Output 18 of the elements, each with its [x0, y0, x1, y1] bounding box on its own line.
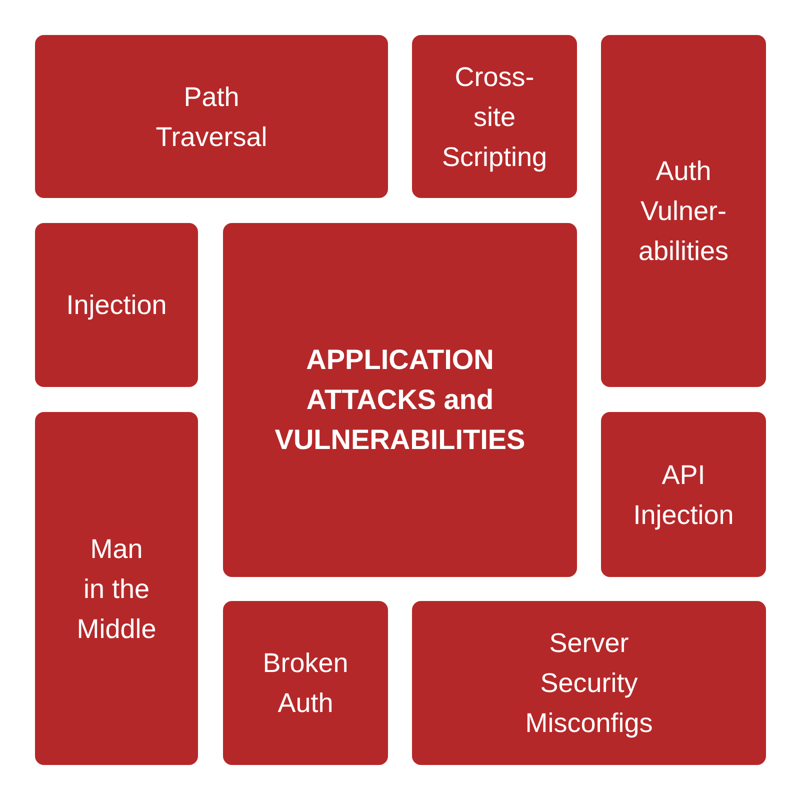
central-topic-tile [223, 223, 577, 577]
topic-tile [35, 412, 198, 765]
topic-label: Man in the Middle [76, 532, 156, 646]
topic-tile [601, 35, 766, 387]
topic-tile [412, 35, 577, 198]
topic-label: Auth Vulner- abilities [638, 155, 729, 268]
topic-tile [601, 412, 766, 577]
topic-label: Path Traversal [156, 80, 268, 154]
topic-tile [35, 35, 388, 198]
topic-tile [412, 601, 766, 765]
topic-tile [223, 601, 388, 765]
topic-label: API Injection [633, 458, 734, 532]
topic-label: Server Security Misconfigs [525, 627, 653, 740]
topic-label: Injection [66, 289, 167, 322]
topic-label: Cross- site Scripting [442, 60, 548, 174]
topic-tile [35, 223, 198, 387]
topic-label: Broken Auth [262, 647, 348, 720]
title-text: APPLICATION ATTACKS and VULNERABILITIES [274, 343, 526, 457]
